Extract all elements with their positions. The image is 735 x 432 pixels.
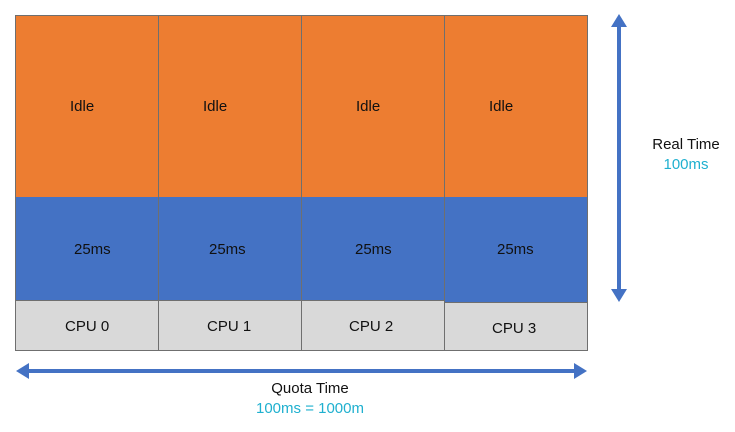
cpu-column-0: Idle 25ms CPU 0 (16, 16, 159, 350)
cpu-cell: CPU 3 (445, 302, 587, 350)
quota-time-value: 100ms = 1000m (256, 400, 364, 417)
quota-time-annotation: Quota Time 100ms = 1000m (200, 379, 420, 419)
idle-label: Idle (356, 98, 381, 115)
cpu-cell: CPU 0 (16, 300, 158, 350)
idle-label: Idle (70, 98, 95, 115)
run-time-label: 25ms (209, 241, 246, 258)
cpu-label: CPU 3 (492, 320, 537, 337)
idle-label: Idle (203, 98, 228, 115)
quota-time-title: Quota Time (271, 380, 349, 397)
idle-block: Idle (445, 16, 587, 197)
cpu-column-2: Idle 25ms CPU 2 (302, 16, 445, 350)
run-time-label: 25ms (497, 241, 534, 258)
cpu-cell: CPU 1 (159, 300, 301, 350)
real-time-annotation: Real Time 100ms (636, 135, 735, 175)
run-time-label: 25ms (74, 241, 111, 258)
run-block: 25ms (445, 197, 587, 302)
cpu-label: CPU 0 (65, 318, 110, 335)
cpu-column-3: Idle 25ms CPU 3 (445, 16, 587, 350)
real-time-title: Real Time (652, 136, 720, 153)
idle-block: Idle (16, 16, 158, 197)
idle-block: Idle (159, 16, 301, 197)
idle-label: Idle (489, 98, 514, 115)
real-time-arrow (611, 14, 627, 302)
idle-block: Idle (302, 16, 444, 197)
real-time-value: 100ms (663, 156, 709, 173)
run-block: 25ms (159, 197, 301, 300)
quota-time-arrow (16, 363, 587, 379)
run-block: 25ms (16, 197, 158, 300)
run-block: 25ms (302, 197, 444, 300)
cpu-quota-grid: Idle 25ms CPU 0 Idle 25ms CPU 1 Idle 25m… (15, 15, 588, 351)
run-time-label: 25ms (355, 241, 392, 258)
cpu-cell: CPU 2 (302, 300, 444, 350)
cpu-column-1: Idle 25ms CPU 1 (159, 16, 302, 350)
cpu-label: CPU 2 (349, 318, 394, 335)
cpu-label: CPU 1 (207, 318, 252, 335)
